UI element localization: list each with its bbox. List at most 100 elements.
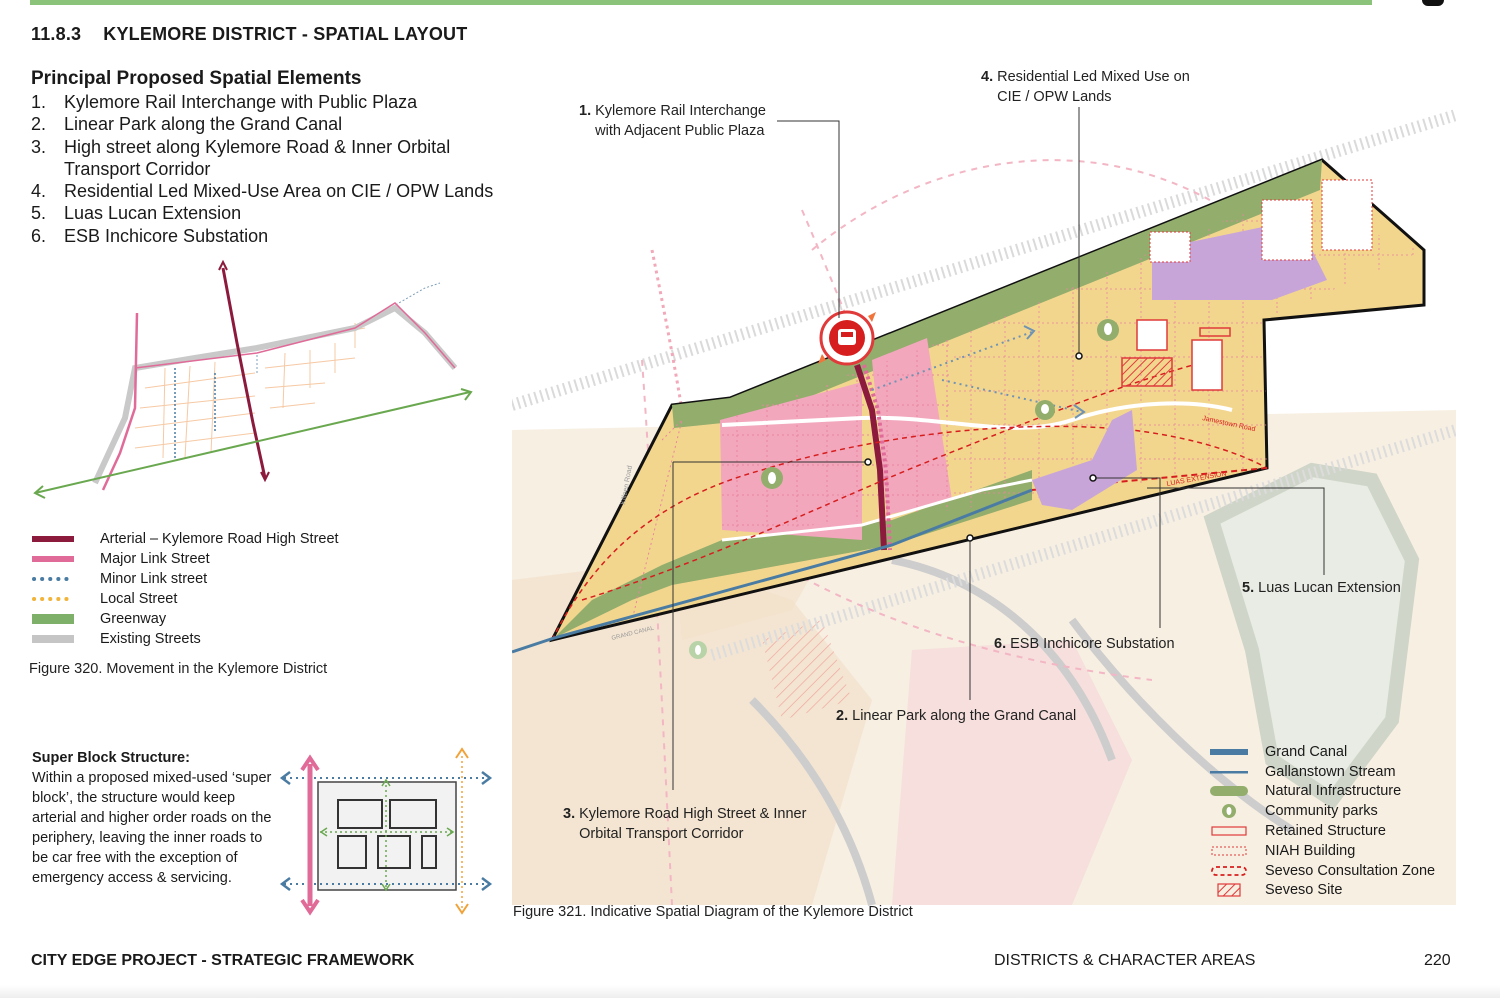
internal-road xyxy=(721,478,1033,542)
leader-dots xyxy=(864,352,1097,542)
seveso-zone-inner xyxy=(581,359,1213,601)
footer-shade xyxy=(0,985,1500,998)
map-label-5: 5. Luas Lucan Extension xyxy=(1242,578,1401,598)
label-number: 6. xyxy=(994,636,1007,652)
label-number: 5. xyxy=(1242,580,1255,596)
legend-label: Major Link Street xyxy=(100,551,210,567)
rail-interchange-icon xyxy=(818,310,876,366)
legend-label: Grand Canal xyxy=(1265,743,1348,760)
map-label-1: 1. Kylemore Rail Interchange with Adjace… xyxy=(579,101,795,141)
legend-label: Community parks xyxy=(1265,803,1378,820)
context-green-area xyxy=(1203,462,1420,810)
legend-row-minor-link: Minor Link street xyxy=(32,569,339,589)
legend-row-seveso-site: Seveso Site xyxy=(1210,881,1435,901)
list-item: 2.Linear Park along the Grand Canal xyxy=(31,113,494,135)
community-park-icon xyxy=(1097,319,1119,341)
list-item-text: High street along Kylemore Road & Inner … xyxy=(64,136,451,179)
rail-line xyxy=(512,109,1456,411)
arterial-swatch xyxy=(32,536,74,542)
legend-label: Greenway xyxy=(100,611,167,627)
retained-structure xyxy=(1136,319,1168,351)
tree-icon xyxy=(1222,804,1236,819)
legend-row-grand-canal: Grand Canal xyxy=(1210,742,1435,762)
list-item-number: 3. xyxy=(31,136,47,157)
context-road xyxy=(749,556,1295,907)
legend-label: Seveso Site xyxy=(1265,882,1343,899)
superblock-diagram xyxy=(279,747,493,916)
grand-canal xyxy=(512,488,1033,654)
elements-title: Principal Proposed Spatial Elements xyxy=(31,68,362,89)
list-item: 5. Luas Lucan Extension xyxy=(31,202,494,224)
map-label-2: 2. Linear Park along the Grand Canal xyxy=(836,706,1076,726)
legend-row-parks: Community parks xyxy=(1210,801,1435,821)
greenway-swatch xyxy=(32,614,74,624)
arrow-heads xyxy=(1023,325,1086,419)
seveso-site xyxy=(1121,357,1173,387)
legend-row-arterial: Arterial – Kylemore Road High Street xyxy=(32,529,339,549)
movement-legend: Arterial – Kylemore Road High Street Maj… xyxy=(32,529,339,649)
legend-row-existing: Existing Streets xyxy=(32,629,339,649)
superblock-body: Within a proposed mixed-used ‘super bloc… xyxy=(32,770,272,886)
legend-row-major-link: Major Link Street xyxy=(32,549,339,569)
label-text: Luas Lucan Extension xyxy=(1258,580,1401,596)
list-item-text: Residential Led Mixed-Use Area on CIE / … xyxy=(64,181,494,202)
footer-section-title: DISTRICTS & CHARACTER AREAS xyxy=(994,952,1256,969)
label-text: Residential Led Mixed Use on CIE / OPW L… xyxy=(997,69,1190,105)
map-label-6: 6. ESB Inchicore Substation xyxy=(994,634,1175,654)
minor-link-swatch xyxy=(32,577,74,581)
grand-canal-swatch xyxy=(1210,748,1248,755)
elements-list: 1.Kylemore Rail Interchange with Public … xyxy=(31,91,494,247)
existing-street-swatch xyxy=(32,635,74,643)
legend-label: Existing Streets xyxy=(100,631,201,647)
section-number: 11.8.3 xyxy=(31,24,82,44)
niah-building xyxy=(1321,179,1373,251)
niah-building xyxy=(1261,199,1313,261)
page-number: 220 xyxy=(1424,952,1451,969)
movement-diagram xyxy=(33,259,473,499)
list-item-text: Linear Park along the Grand Canal xyxy=(64,114,343,135)
map-label-3: 3. Kylemore Road High Street & Inner Orb… xyxy=(563,804,809,844)
leader-lines xyxy=(672,107,1325,790)
community-park-icon xyxy=(1035,400,1055,420)
context-area xyxy=(892,640,1132,905)
retained-structure-swatch xyxy=(1211,826,1247,836)
community-park-icon xyxy=(761,467,783,489)
legend-label: Minor Link street xyxy=(100,571,208,587)
legend-label: Local Street xyxy=(100,591,178,607)
esb-substation xyxy=(1032,410,1137,510)
canal-linear-park xyxy=(554,470,1032,638)
list-item-number: 4. xyxy=(31,181,47,202)
retained-structure xyxy=(1191,339,1223,391)
context-dashed-lines xyxy=(641,159,1257,906)
list-item-number: 6. xyxy=(31,225,47,246)
jamestown-road xyxy=(721,401,1233,430)
label-text: Linear Park along the Grand Canal xyxy=(852,708,1077,724)
figure-321-caption: Figure 321. Indicative Spatial Diagram o… xyxy=(513,904,913,920)
local-street-swatch xyxy=(32,597,74,601)
label-number: 1. xyxy=(579,103,592,119)
legend-row-niah: NIAH Building xyxy=(1210,841,1435,861)
list-item: 4. Residential Led Mixed-Use Area on CIE … xyxy=(31,180,494,202)
label-number: 4. xyxy=(981,69,994,85)
seveso-zone-swatch xyxy=(1211,865,1247,876)
label-number: 2. xyxy=(836,708,849,724)
legend-label: Arterial – Kylemore Road High Street xyxy=(100,531,339,547)
superblock-text: Super Block Structure: Within a proposed… xyxy=(32,748,272,888)
legend-row-seveso-zone: Seveso Consultation Zone xyxy=(1210,861,1435,881)
context-hatch xyxy=(762,620,852,720)
retained-structure xyxy=(1199,327,1231,337)
list-item-text: Luas Lucan Extension xyxy=(64,203,242,224)
legend-row-local: Local Street xyxy=(32,589,339,609)
spatial-map: Jamestown Road LUAS EXTENSION Killeen Ro… xyxy=(512,107,1456,907)
legend-label: NIAH Building xyxy=(1265,842,1356,859)
list-item-number: 5. xyxy=(31,203,47,224)
legend-row-greenway: Greenway xyxy=(32,609,339,629)
footer-project-title: CITY EDGE PROJECT - STRATEGIC FRAMEWORK xyxy=(31,952,415,969)
map-legend: Grand Canal Gallanstown Stream Natural I… xyxy=(1210,742,1435,900)
local-street xyxy=(631,418,683,621)
list-item-text: Kylemore Rail Interchange with Public Pl… xyxy=(64,92,418,112)
corner-tab-mark xyxy=(1422,0,1444,6)
minor-link-arrows xyxy=(871,331,1083,413)
context-major-link xyxy=(650,249,684,411)
